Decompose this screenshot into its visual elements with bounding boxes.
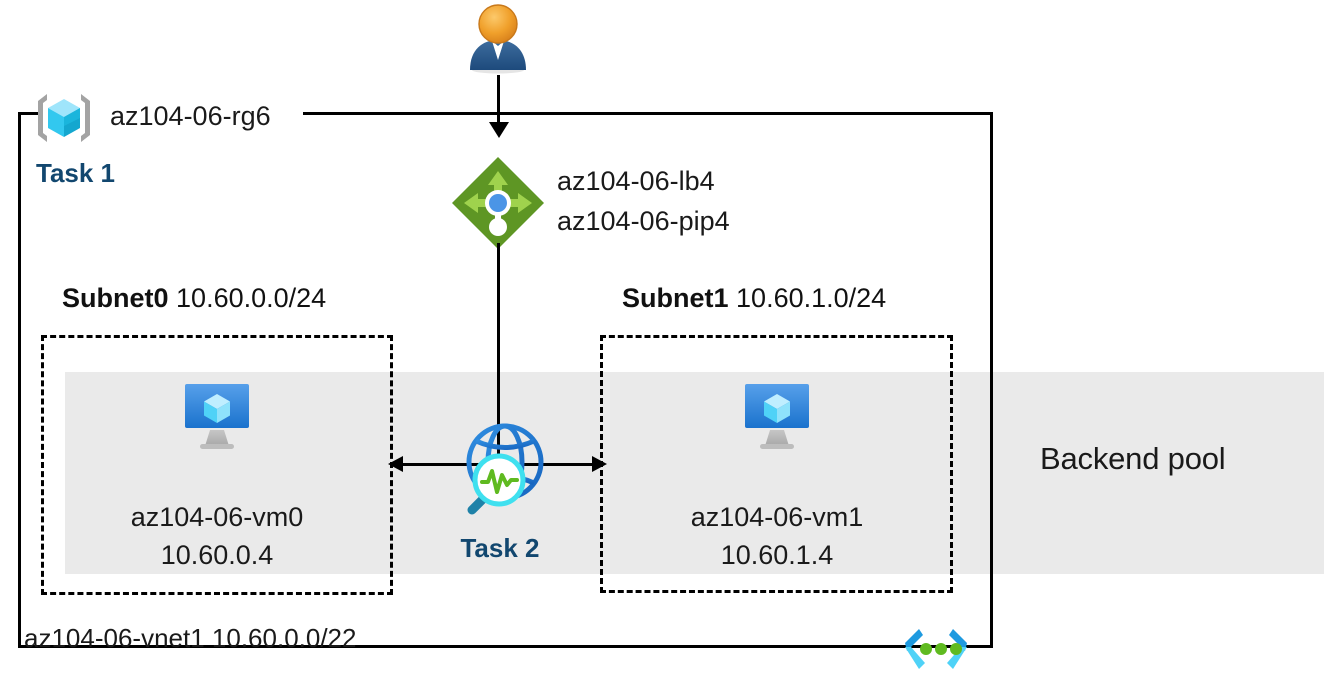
subnet1-cidr: 10.60.1.0/24	[736, 283, 887, 313]
vnet-label: az104-06-vnet1 10.60.0.0/22	[24, 623, 357, 653]
vm1-name: az104-06-vm1	[690, 502, 864, 532]
vm0-ip: 10.60.0.4	[160, 540, 274, 570]
backend-pool-label: Backend pool	[1040, 441, 1226, 476]
resource-group-border-left	[18, 112, 21, 648]
resource-group-border-top-left	[18, 112, 40, 115]
backend-pool-band	[65, 372, 1324, 574]
task-1-label: Task 1	[36, 158, 116, 188]
resource-group-name: az104-06-rg6	[110, 101, 271, 131]
user-icon	[462, 2, 534, 74]
lb-to-vnet-connector	[497, 243, 500, 465]
vm0-labels: az104-06-vm0 10.60.0.4	[67, 498, 367, 574]
subnet0-cidr: 10.60.0.0/24	[176, 283, 327, 313]
vm1-ip: 10.60.1.4	[720, 540, 834, 570]
resource-group-border-right	[990, 112, 993, 648]
user-to-lb-connector	[497, 75, 500, 127]
subnet0-title: Subnet0 10.60.0.0/24	[62, 283, 326, 314]
subnet1-title: Subnet1 10.60.1.0/24	[622, 283, 886, 314]
resource-group-border-top-right	[303, 112, 993, 115]
resource-group-icon	[33, 92, 95, 144]
public-ip-name: az104-06-pip4	[557, 206, 730, 236]
load-balancer-icon	[450, 155, 546, 251]
load-balancer-name: az104-06-lb4	[557, 166, 715, 196]
subnet1-name: Subnet1	[622, 283, 729, 313]
subnet0-name: Subnet0	[62, 283, 169, 313]
load-balancer-labels: az104-06-lb4 az104-06-pip4	[557, 161, 730, 241]
subnet-connectivity-arrowhead-left	[388, 456, 403, 472]
resource-group-border-bottom	[18, 645, 993, 648]
user-to-lb-arrowhead	[489, 122, 509, 138]
virtual-machine-icon	[180, 382, 254, 452]
network-watcher-globe-icon	[455, 418, 547, 518]
vm1-labels: az104-06-vm1 10.60.1.4	[627, 498, 927, 574]
virtual-machine-icon	[740, 382, 814, 452]
task-2-label: Task 2	[460, 533, 540, 563]
subnet-connectivity-arrowhead-right	[592, 456, 607, 472]
virtual-network-icon	[897, 625, 975, 673]
vm0-name: az104-06-vm0	[130, 502, 304, 532]
